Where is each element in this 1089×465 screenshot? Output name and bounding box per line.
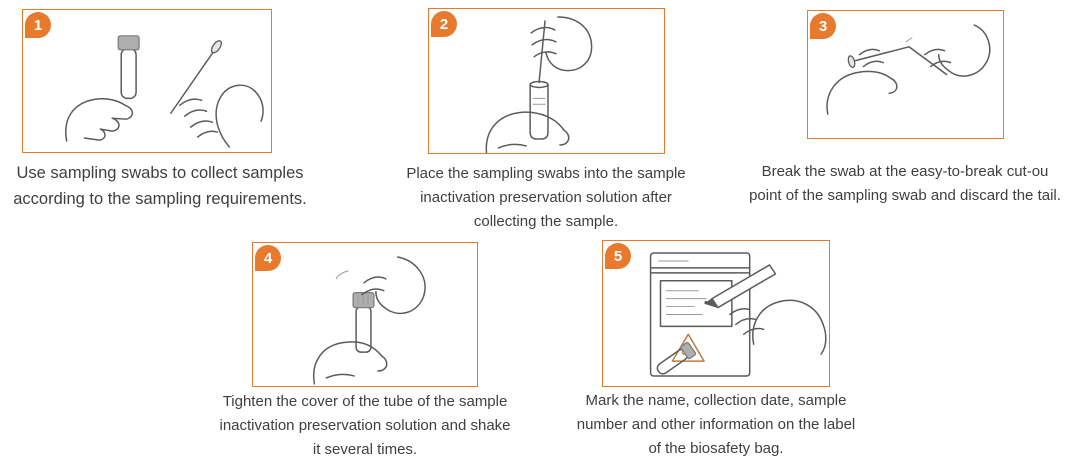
step-5-illustration <box>649 252 827 377</box>
sampling-swab <box>170 50 215 114</box>
marker-pen <box>711 264 777 309</box>
tube-inside-bag <box>656 341 697 375</box>
step-2-panel: 2 <box>428 8 665 154</box>
step-1-illustration <box>65 35 264 148</box>
step-5-badge: 5 <box>605 243 631 269</box>
caption-line: number and other information on the labe… <box>576 416 856 433</box>
caption-line: it several times. <box>312 441 418 458</box>
bag-label <box>659 280 733 328</box>
step-1-badge: 1 <box>25 12 51 38</box>
step-3-illustration <box>826 24 991 115</box>
step-2-caption: Place the sampling swabs into the sample… <box>401 162 691 234</box>
swab-front-segment <box>854 46 910 62</box>
sample-tube <box>120 48 137 100</box>
biosafety-bag <box>649 252 751 377</box>
caption-line: Place the sampling swabs into the sample <box>406 165 686 182</box>
sample-tube <box>529 83 549 140</box>
caption-line: Mark the name, collection date, sample <box>585 392 847 409</box>
step-3-badge: 3 <box>810 13 836 39</box>
caption-line: Use sampling swabs to collect samples <box>16 164 304 182</box>
caption-line: inactivation preservation solution after <box>420 189 672 206</box>
caption-line: Break the swab at the easy-to-break cut-… <box>761 163 1049 180</box>
step-4-illustration <box>312 256 426 385</box>
caption-line: according to the sampling requirements. <box>13 190 307 208</box>
step-4-badge: 4 <box>255 245 281 271</box>
caption-line: inactivation preservation solution and s… <box>219 417 511 434</box>
step-1-panel: 1 <box>22 9 272 153</box>
caption-line: point of the sampling swab and discard t… <box>749 187 1061 204</box>
step-2-illustration <box>485 16 593 153</box>
step-3-panel: 3 <box>807 10 1004 139</box>
caption-line: collecting the sample. <box>473 213 619 230</box>
step-4-caption: Tighten the cover of the tube of the sam… <box>215 390 515 462</box>
tube-cap <box>117 35 140 51</box>
caption-line: of the biosafety bag. <box>648 440 784 457</box>
caption-line: Tighten the cover of the tube of the sam… <box>222 393 508 410</box>
step-4-panel: 4 <box>252 242 478 387</box>
sampling-swab <box>538 20 546 84</box>
step-1-caption: Use sampling swabs to collect samples ac… <box>0 160 320 212</box>
step-5-panel: 5 <box>602 240 830 387</box>
step-3-caption: Break the swab at the easy-to-break cut-… <box>735 160 1075 208</box>
step-2-badge: 2 <box>431 11 457 37</box>
step-5-caption: Mark the name, collection date, sample n… <box>566 389 866 461</box>
swab-tail-segment <box>908 46 948 76</box>
